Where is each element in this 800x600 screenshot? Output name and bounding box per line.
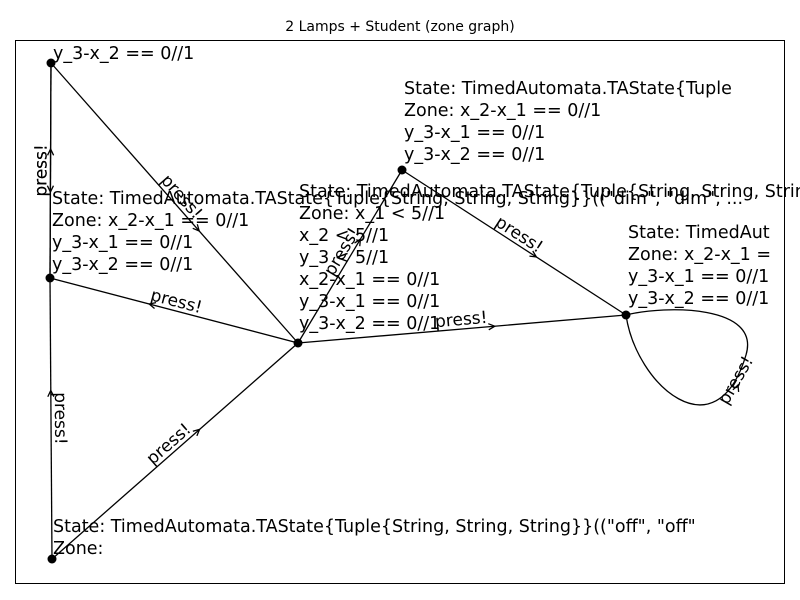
node-label-line: y_3-x_1 == 0//1 bbox=[52, 233, 193, 253]
edge-e3 bbox=[46, 62, 55, 279]
edge-label: press! bbox=[434, 308, 488, 332]
node-label-line: x_2 < 5//1 bbox=[299, 226, 389, 246]
node-label-line: Zone: x_1 < 5//1 bbox=[299, 204, 445, 224]
node-dot-n_bottom bbox=[47, 554, 57, 564]
node-dot-n_left_mid bbox=[45, 273, 55, 283]
edge-label: press! bbox=[714, 353, 758, 408]
edge-line bbox=[297, 314, 627, 344]
node-dot-n_top_right bbox=[397, 165, 407, 175]
edge-line bbox=[50, 62, 299, 344]
edge-e5 bbox=[50, 62, 299, 344]
node-label-line: y_3 < 5//1 bbox=[299, 248, 389, 268]
node-label-line: State: TimedAutomata.TAState{Tuple{Strin… bbox=[53, 517, 696, 537]
node-label-n_top_right: State: TimedAutomata.TAState{TupleZone: … bbox=[404, 79, 732, 165]
edge-arrowhead bbox=[192, 224, 201, 233]
node-label-line: y_3-x_2 == 0//1 bbox=[52, 255, 193, 275]
edge-e4 bbox=[51, 342, 299, 560]
edge-label: press! bbox=[31, 144, 51, 196]
edge-e6 bbox=[49, 277, 299, 344]
edge-line bbox=[49, 62, 52, 279]
node-label-line: y_3-x_1 == 0//1 bbox=[299, 292, 440, 312]
edge-e10 bbox=[625, 309, 749, 406]
edge-arrowhead bbox=[47, 388, 55, 398]
node-label-line: y_3-x_2 == 0//1 bbox=[53, 44, 194, 64]
edge-arrowhead bbox=[732, 383, 740, 393]
plot-frame bbox=[15, 40, 785, 584]
edge-e7 bbox=[297, 169, 403, 344]
edges-layer bbox=[46, 62, 749, 560]
edge-line bbox=[49, 277, 53, 560]
edge-arrowhead bbox=[354, 237, 362, 247]
node-label-line: State: TimedAutomata.TAState{Tuple{Strin… bbox=[52, 189, 743, 209]
edge-label: press! bbox=[31, 144, 51, 196]
edge-arrowhead bbox=[488, 323, 497, 331]
node-label-line: Zone: x_2-x_1 = bbox=[628, 245, 771, 265]
edge-label: press! bbox=[148, 285, 204, 318]
nodes-layer bbox=[45, 58, 631, 564]
edge-label: press! bbox=[50, 392, 70, 445]
edge-label: press! bbox=[491, 212, 546, 257]
edge-arrowhead bbox=[147, 302, 157, 310]
edge-line bbox=[625, 309, 749, 406]
node-label-n_bottom: State: TimedAutomata.TAState{Tuple{Strin… bbox=[53, 517, 696, 559]
node-label-line: State: TimedAut bbox=[628, 223, 770, 243]
node-label-n_top_left: y_3-x_2 == 0//1 bbox=[53, 44, 194, 64]
edge-e9 bbox=[297, 314, 627, 344]
node-label-line: Zone: x_2-x_1 == 0//1 bbox=[52, 211, 249, 231]
node-label-line: y_3-x_2 == 0//1 bbox=[404, 145, 545, 165]
node-label-line: Zone: bbox=[53, 539, 103, 559]
edge-line bbox=[401, 169, 627, 316]
node-dot-n_center bbox=[293, 338, 303, 348]
edge-arrowhead bbox=[192, 428, 201, 437]
node-label-n_center: State: TimedAutomata.TAState{Tuple{Strin… bbox=[299, 182, 800, 334]
node-label-line: x_2-x_1 == 0//1 bbox=[299, 270, 440, 290]
graph-title: 2 Lamps + Student (zone graph) bbox=[285, 19, 515, 35]
edge-e8 bbox=[401, 169, 627, 316]
node-label-n_left_mid: State: TimedAutomata.TAState{Tuple{Strin… bbox=[52, 189, 743, 275]
edge-line bbox=[49, 277, 299, 344]
edge-arrowhead bbox=[46, 185, 55, 194]
node-label-line: y_3-x_1 == 0//1 bbox=[628, 267, 769, 287]
edge-arrowhead bbox=[529, 250, 538, 258]
node-label-line: y_3-x_1 == 0//1 bbox=[404, 123, 545, 143]
edge-line bbox=[51, 342, 299, 560]
node-label-line: Zone: x_2-x_1 == 0//1 bbox=[404, 101, 601, 121]
edge-e1 bbox=[47, 277, 55, 560]
node-label-line: State: TimedAutomata.TAState{Tuple bbox=[404, 79, 732, 99]
node-dot-n_right bbox=[621, 310, 631, 320]
node-label-line: y_3-x_2 == 0//1 bbox=[628, 289, 769, 309]
edge-label: press! bbox=[143, 419, 196, 469]
edge-line bbox=[297, 169, 403, 344]
node-label-line: State: TimedAutomata.TAState{Tuple{Strin… bbox=[299, 182, 800, 202]
node-label-line: y_3-x_2 == 0//1 bbox=[299, 314, 440, 334]
node-dot-n_top_left bbox=[46, 58, 56, 68]
